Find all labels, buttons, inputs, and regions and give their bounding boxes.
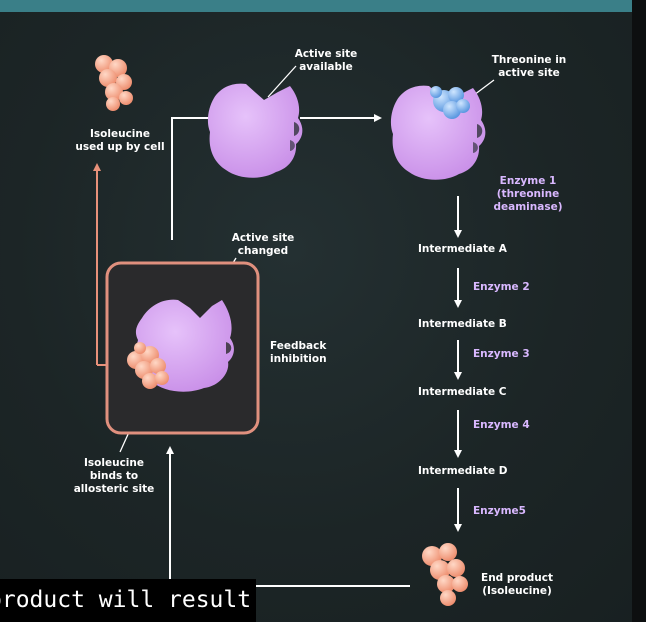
label-enzyme4: Enzyme 4 bbox=[473, 419, 530, 431]
top-border bbox=[0, 0, 632, 12]
label-isoleucine-binds: Isoleucine binds to allosteric site bbox=[73, 457, 155, 495]
label-enzyme5: Enzyme5 bbox=[473, 505, 526, 517]
label-active-site-changed: Active site changed bbox=[231, 232, 295, 257]
isoleucine-free bbox=[95, 55, 133, 111]
caption-text: product will result. bbox=[0, 587, 256, 613]
end-product-return-line bbox=[166, 446, 410, 587]
enzyme-inhibited bbox=[127, 299, 234, 392]
label-intermediate-a: Intermediate A bbox=[418, 243, 507, 255]
label-enzyme3: Enzyme 3 bbox=[473, 348, 530, 360]
label-intermediate-b: Intermediate B bbox=[418, 318, 507, 330]
label-intermediate-d: Intermediate D bbox=[418, 465, 508, 477]
label-threonine-in-active-site: Threonine in active site bbox=[491, 54, 567, 79]
isoleucine-end-product bbox=[422, 543, 468, 606]
return-arrow-line bbox=[171, 117, 210, 240]
label-enzyme2: Enzyme 2 bbox=[473, 281, 530, 293]
label-isoleucine-used-up: Isoleucine used up by cell bbox=[75, 128, 165, 153]
label-end-product: End product (Isoleucine) bbox=[481, 572, 553, 597]
isoleucine-bound bbox=[127, 342, 169, 389]
threonine-molecule bbox=[430, 86, 470, 119]
enzyme-with-threonine bbox=[390, 85, 486, 180]
right-edge-bar bbox=[632, 0, 646, 622]
enzyme-active-site-available bbox=[207, 83, 303, 178]
label-intermediate-c: Intermediate C bbox=[418, 386, 507, 398]
label-enzyme1: Enzyme 1 (threonine deaminase) bbox=[493, 175, 563, 213]
caption-overlay: product will result. bbox=[0, 579, 256, 622]
label-active-site-available: Active site available bbox=[294, 48, 358, 73]
label-feedback-inhibition: Feedback inhibition bbox=[270, 340, 327, 365]
